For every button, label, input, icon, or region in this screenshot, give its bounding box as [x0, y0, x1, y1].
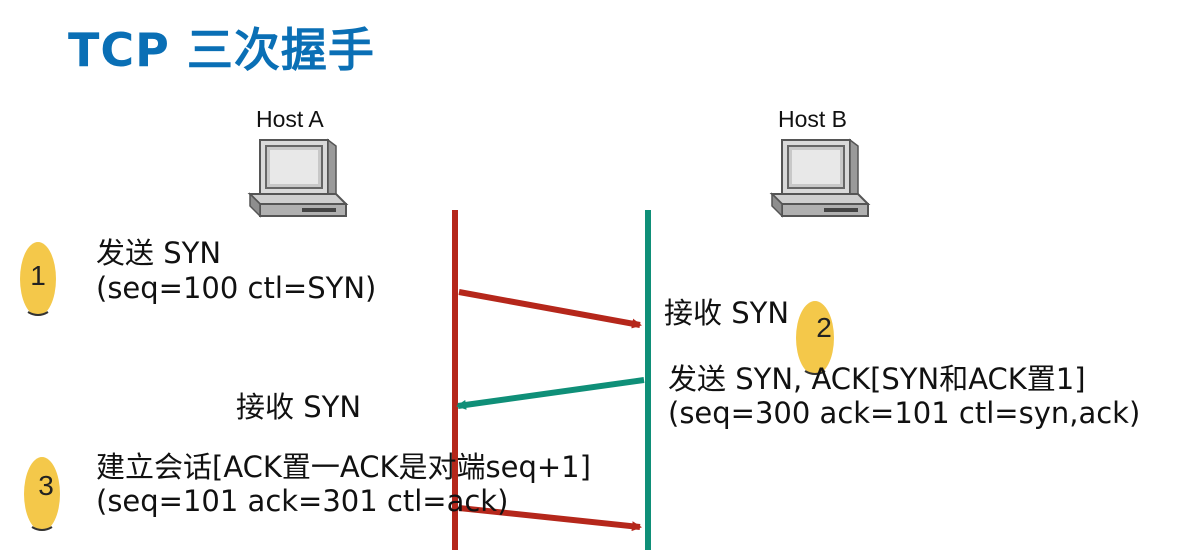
step-1-send-text: 发送 SYN [96, 236, 222, 270]
step-2-seq-text: (seq=300 ack=101 ctl=syn,ack) [668, 396, 1141, 430]
step-1-number: 1 [30, 260, 46, 291]
step-3-number: 3 [38, 470, 54, 501]
step-2-receive-text: 接收 SYN [664, 296, 790, 330]
ack-arrow [458, 505, 642, 532]
computer-icon [247, 138, 349, 218]
step-3-session-text: 建立会话[ACK置一ACK是对端seq+1] [96, 450, 591, 484]
step-3-seq-text: (seq=101 ack=301 ctl=ack) [96, 484, 509, 518]
page-title: TCP 三次握手 [68, 23, 375, 77]
step-1-badge [20, 242, 56, 316]
step-1-seq-text: (seq=100 ctl=SYN) [96, 271, 377, 305]
step-3-badge [24, 457, 60, 531]
step-3-receive-text: 接收 SYN [236, 390, 362, 424]
step-2-send-text: 发送 SYN, ACK[SYN和ACK置1] [668, 362, 1086, 396]
computer-icon [769, 138, 871, 218]
syn-arrow [458, 289, 642, 329]
step-2-badge [796, 301, 834, 375]
host-a-label: Host A [256, 106, 324, 132]
host-b-label: Host B [778, 106, 848, 132]
syn-ack-arrow [456, 377, 645, 410]
step-2-number: 2 [816, 312, 832, 343]
